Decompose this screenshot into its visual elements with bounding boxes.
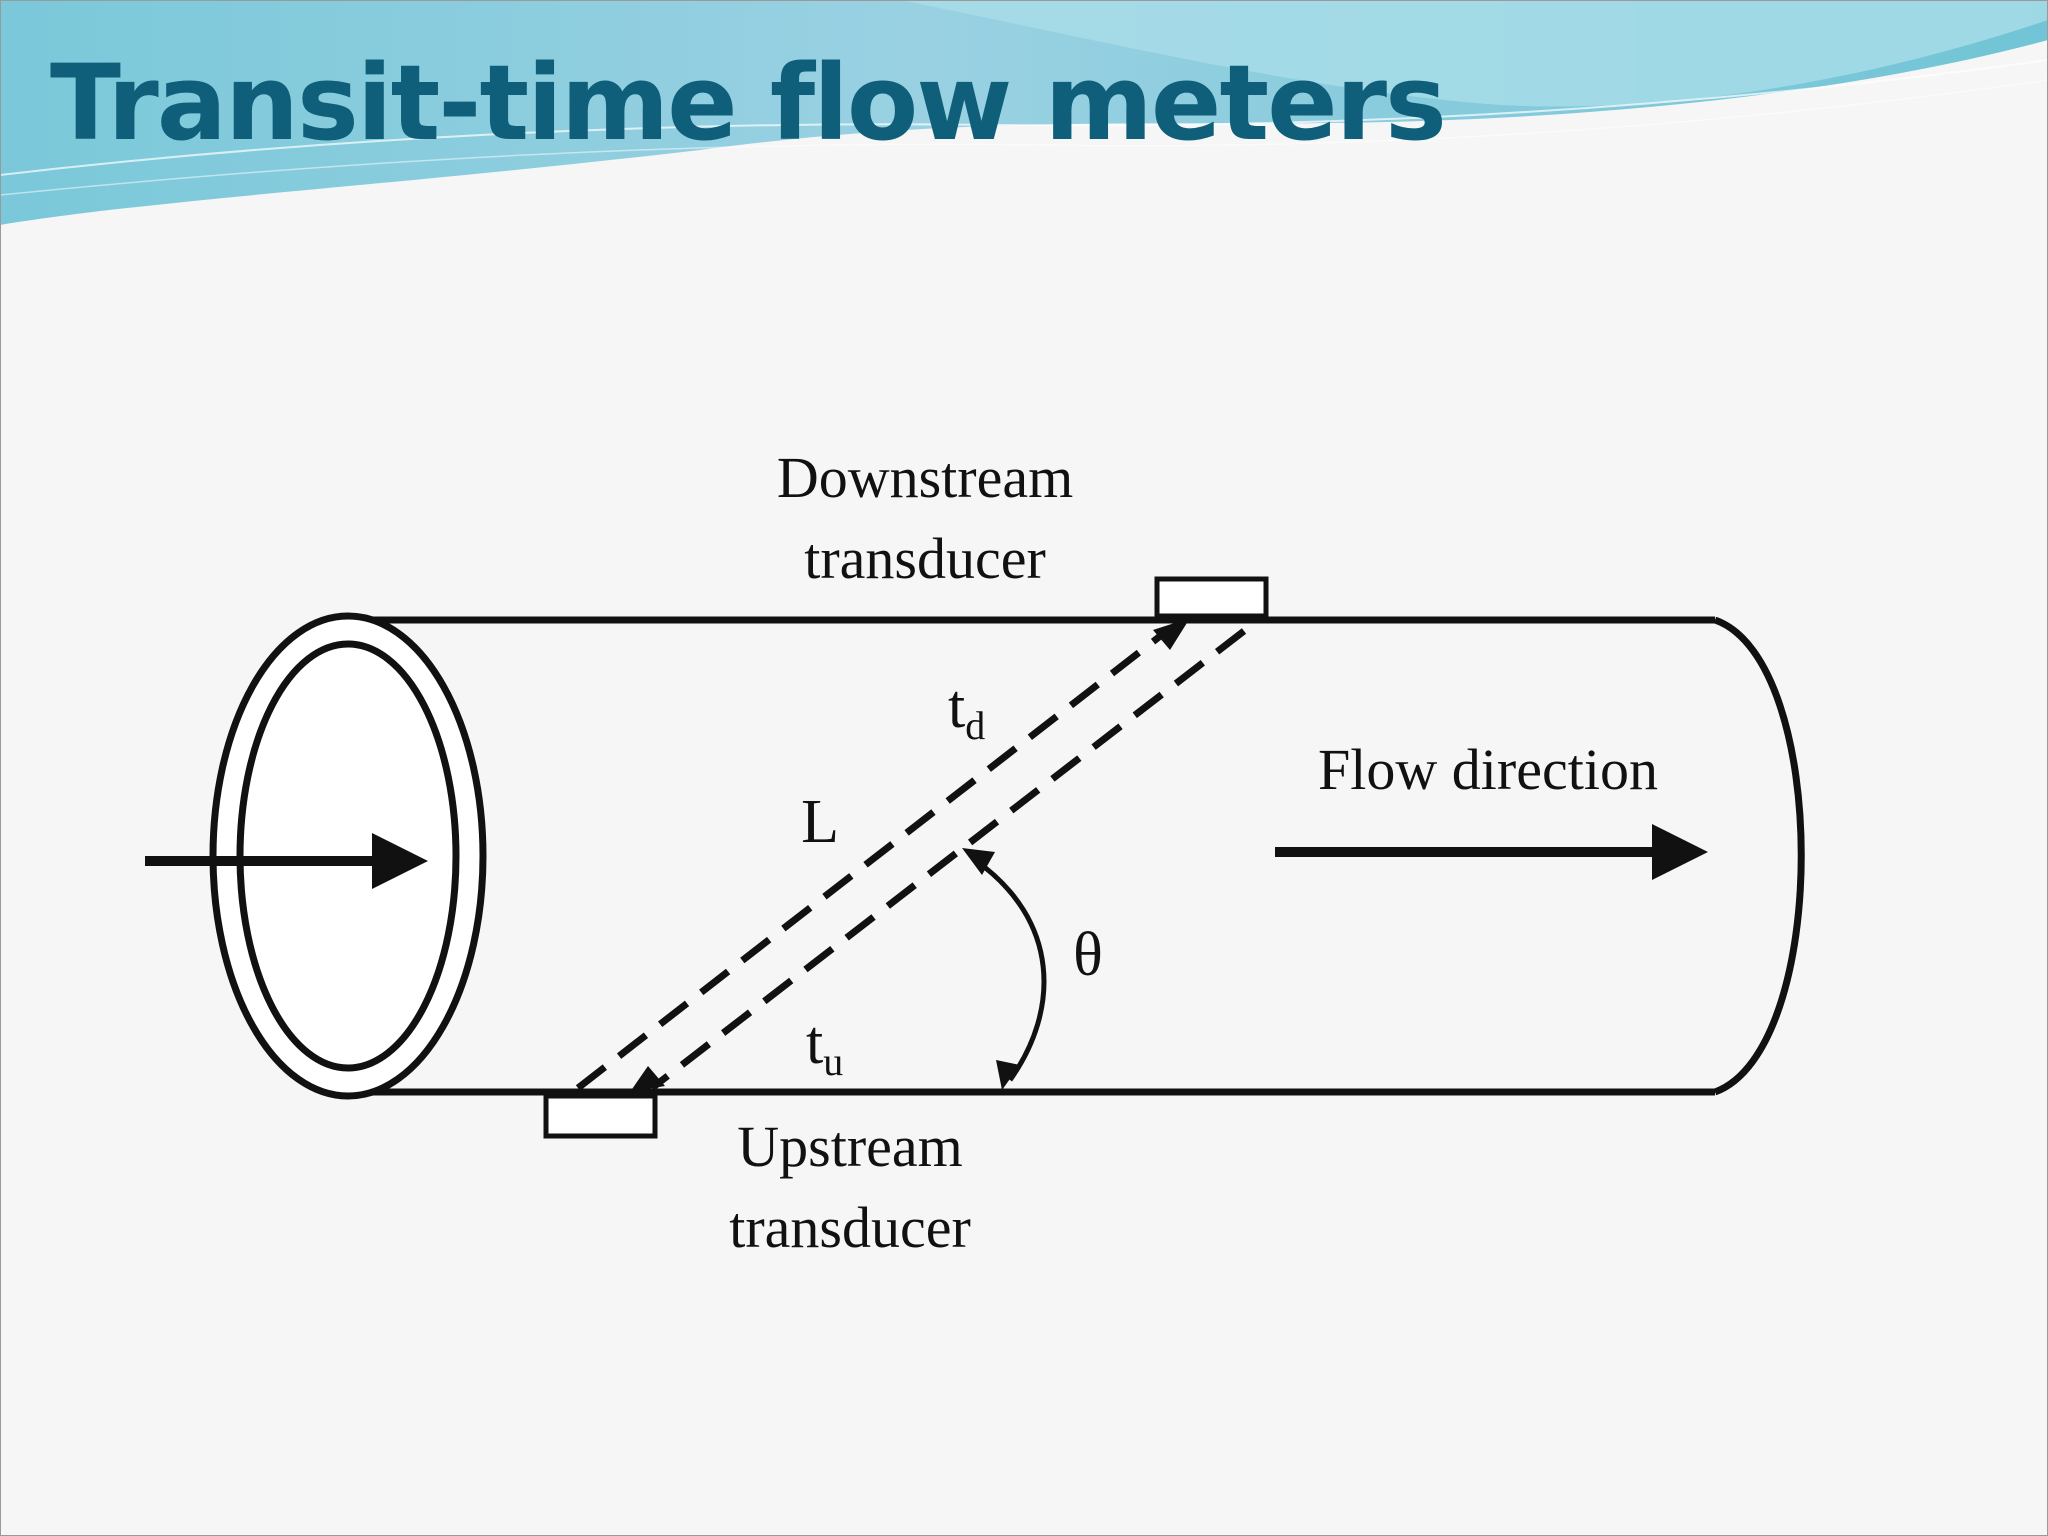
acoustic-path-downstream <box>575 627 1171 1091</box>
t-upstream-base: t <box>806 1009 823 1077</box>
t-downstream-label: td <box>948 673 985 748</box>
upstream-label-line2: transducer <box>729 1195 971 1260</box>
angle-label: θ <box>1073 921 1103 989</box>
t-downstream-sub: d <box>965 703 985 748</box>
upstream-label-line1: Upstream <box>737 1114 963 1179</box>
t-downstream-base: t <box>948 673 965 741</box>
downstream-path-arrowhead <box>1153 618 1190 650</box>
acoustic-path-upstream <box>649 628 1247 1091</box>
path-length-label: L <box>801 788 839 856</box>
angle-arc <box>973 857 1047 1082</box>
flow-arrow-head <box>1652 824 1708 880</box>
pipe-right-end <box>1713 616 1805 1096</box>
inlet-arrow-head <box>372 833 428 889</box>
angle-arc-arrowhead-top <box>962 848 995 875</box>
t-upstream-label: tu <box>806 1009 843 1084</box>
upstream-transducer <box>543 1093 658 1139</box>
flow-direction-label: Flow direction <box>1318 737 1658 802</box>
downstream-label-line1: Downstream <box>777 445 1073 510</box>
t-upstream-sub: u <box>823 1039 843 1084</box>
slide-title: Transit-time flow meters <box>50 42 1447 164</box>
downstream-transducer <box>1154 576 1269 619</box>
header-wave-decoration <box>0 0 2048 225</box>
angle-arc-arrowhead-bottom <box>996 1060 1020 1090</box>
downstream-label-line2: transducer <box>804 526 1046 591</box>
upstream-path-arrowhead <box>630 1066 665 1092</box>
